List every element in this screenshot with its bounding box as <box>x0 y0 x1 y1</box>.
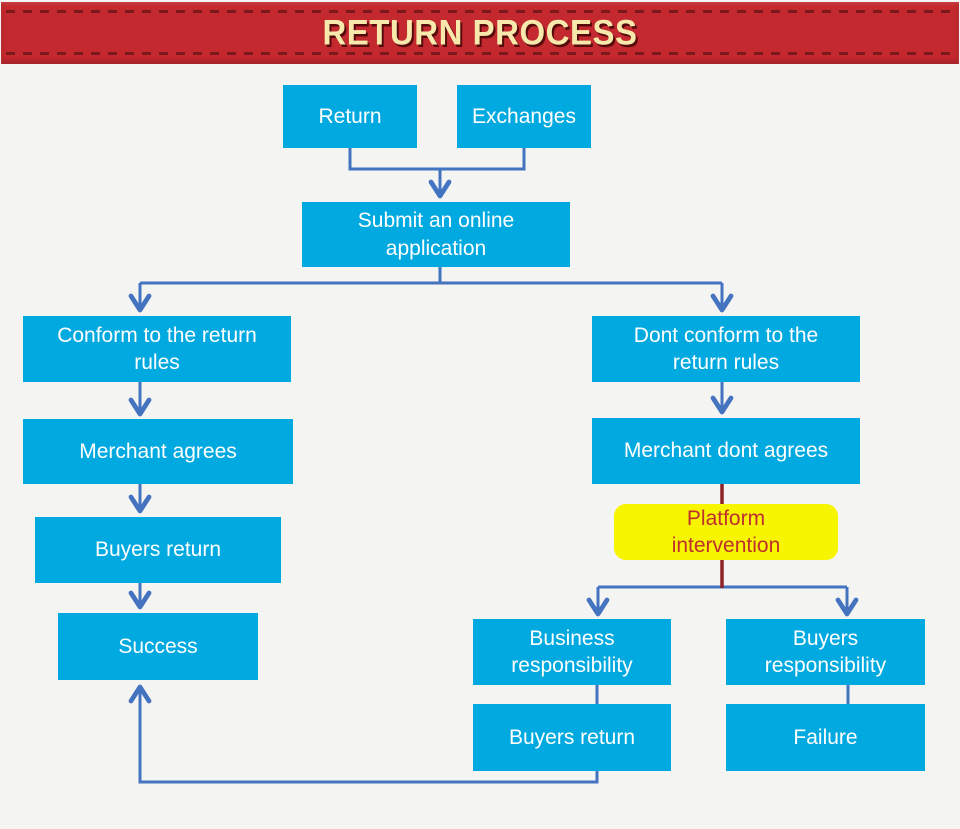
banner: RETURN PROCESS <box>1 2 959 64</box>
blue-connectors <box>128 148 859 784</box>
node-submit-application: Submit an online application <box>302 202 570 267</box>
node-return: Return <box>283 85 417 148</box>
node-business-responsibility: Business responsibility <box>473 619 671 685</box>
node-failure: Failure <box>726 704 925 771</box>
node-merchant-agrees: Merchant agrees <box>23 419 293 484</box>
node-conform-rules: Conform to the return rules <box>23 316 291 382</box>
node-buyers-responsibility: Buyers responsibility <box>726 619 925 685</box>
connector-fork-join <box>348 148 526 171</box>
connector-submit-split <box>140 267 722 285</box>
node-exchanges: Exchanges <box>457 85 591 148</box>
node-platform-intervention: Platform intervention <box>614 504 838 560</box>
node-dont-conform-rules: Dont conform to the return rules <box>592 316 860 382</box>
stitch-top-border <box>6 10 954 13</box>
connector-return-loop-to-success <box>128 684 599 784</box>
node-buyers-return-2: Buyers return <box>473 704 671 771</box>
node-buyers-return: Buyers return <box>35 517 281 583</box>
stitch-bottom-border <box>6 52 954 55</box>
node-success: Success <box>58 613 258 680</box>
page-title: RETURN PROCESS <box>322 12 638 53</box>
node-merchant-dont-agrees: Merchant dont agrees <box>592 418 860 484</box>
